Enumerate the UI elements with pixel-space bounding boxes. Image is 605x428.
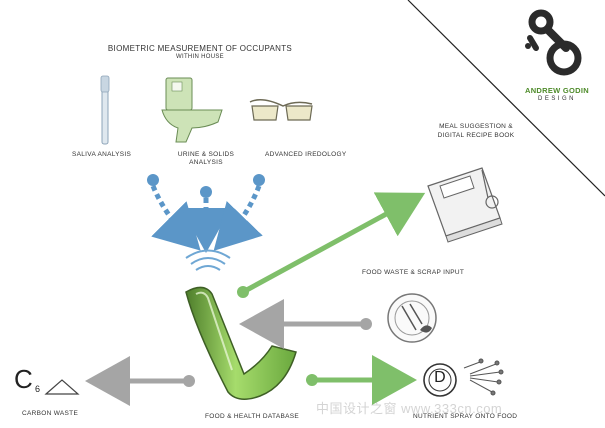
meal-arrow	[237, 192, 426, 298]
brand-name: ANDREW GODIN	[524, 86, 589, 95]
food-waste-plate-icon	[387, 293, 437, 343]
carbon-subscript: 6	[35, 384, 41, 394]
carbon-waste-label: CARBON WASTE	[22, 410, 79, 417]
recipe-book-icon	[427, 167, 503, 243]
biometric-subtitle: WITHIN HOUSE	[176, 54, 224, 60]
plate-letter: D	[434, 369, 446, 386]
meal-suggestion-label: MEAL SUGGESTION & DIGITAL RECIPE BOOK	[437, 123, 515, 139]
carbon-symbol: C	[14, 364, 34, 394]
toothbrush-icon	[100, 75, 110, 145]
biometric-title: BIOMETRIC MEASUREMENT OF OCCUPANTS	[107, 44, 293, 53]
urine-solids-label: URINE & SOLIDS ANALYSIS	[177, 151, 235, 166]
toilet-icon	[161, 77, 223, 143]
food-waste-label: FOOD WASTE & SCRAP INPUT	[362, 269, 465, 276]
nutrient-spray-label: NUTRIENT SPRAY ONTO FOOD	[413, 413, 518, 420]
biometric-arrows	[147, 174, 265, 253]
andrew-godin-logo	[525, 9, 582, 76]
carbon-waste-arrow	[85, 356, 195, 406]
nutrient-plate-icon	[423, 363, 457, 397]
glasses-icon	[249, 99, 313, 121]
database-label: FOOD & HEALTH DATABASE	[205, 413, 300, 420]
carbon-pile-icon	[44, 379, 80, 395]
corner-divider	[407, 0, 605, 197]
brand-tagline: DESIGN	[537, 96, 576, 102]
watermark: 中国设计之窗 www.333cn.com	[316, 401, 503, 416]
nutrient-arrow	[306, 355, 417, 405]
iredology-label: ADVANCED IREDOLOGY	[265, 151, 347, 158]
device-illustration	[185, 286, 297, 400]
food-waste-arrow	[239, 299, 372, 349]
wireless-signal-icon	[185, 249, 231, 271]
spray-icon	[463, 358, 504, 396]
saliva-analysis-label: SALIVA ANALYSIS	[72, 151, 132, 158]
